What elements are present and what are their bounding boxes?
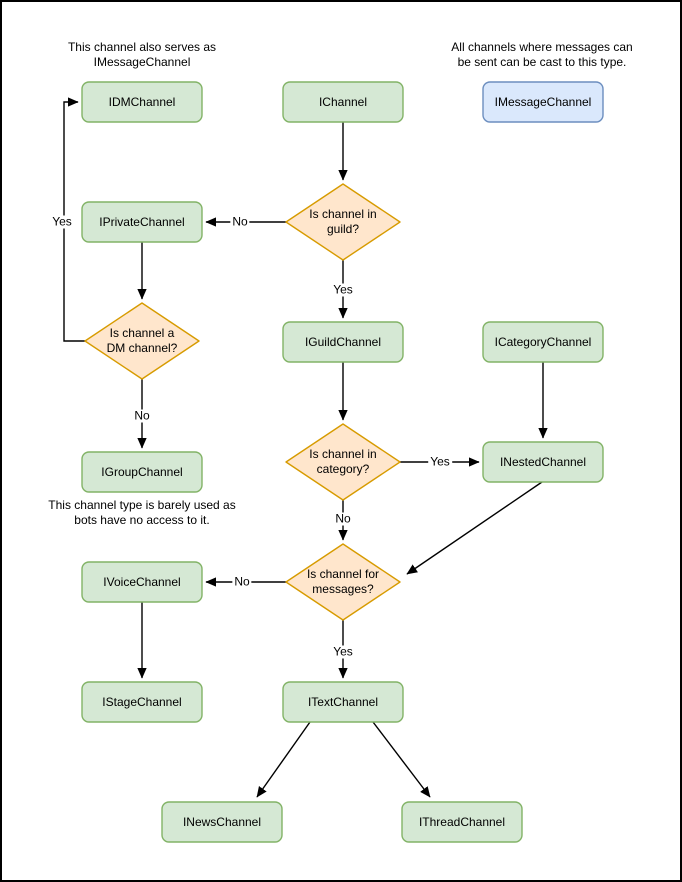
node-shape-igroupchannel	[81, 451, 203, 493]
edge-itextchannel-to-inewschannel	[256, 721, 311, 798]
node-shape-iprivatechannel	[81, 201, 203, 243]
node-shape-itextchannel	[282, 681, 404, 723]
node-shape-inestedchannel	[482, 441, 604, 483]
node-shape-ichannel	[282, 81, 404, 123]
node-shape-ivoicechannel	[81, 561, 203, 603]
node-shape-decision-guild	[285, 183, 401, 261]
edge-itextchannel-to-ithreadchannel	[372, 721, 431, 798]
node-shape-decision-category	[285, 423, 401, 501]
node-shape-decision-dm	[84, 302, 200, 380]
node-shape-icategorychannel	[482, 321, 604, 363]
node-shape-ithreadchannel	[401, 801, 523, 843]
node-shape-inewschannel	[161, 801, 283, 843]
node-shape-imessagechannel	[482, 81, 604, 123]
node-shape-idmchannel	[81, 81, 203, 123]
node-shape-istagechannel	[81, 681, 203, 723]
edge-inestedchannel-to-decision-messages	[406, 481, 543, 575]
node-shape-iguildchannel	[282, 321, 404, 363]
node-shape-decision-messages	[285, 543, 401, 621]
